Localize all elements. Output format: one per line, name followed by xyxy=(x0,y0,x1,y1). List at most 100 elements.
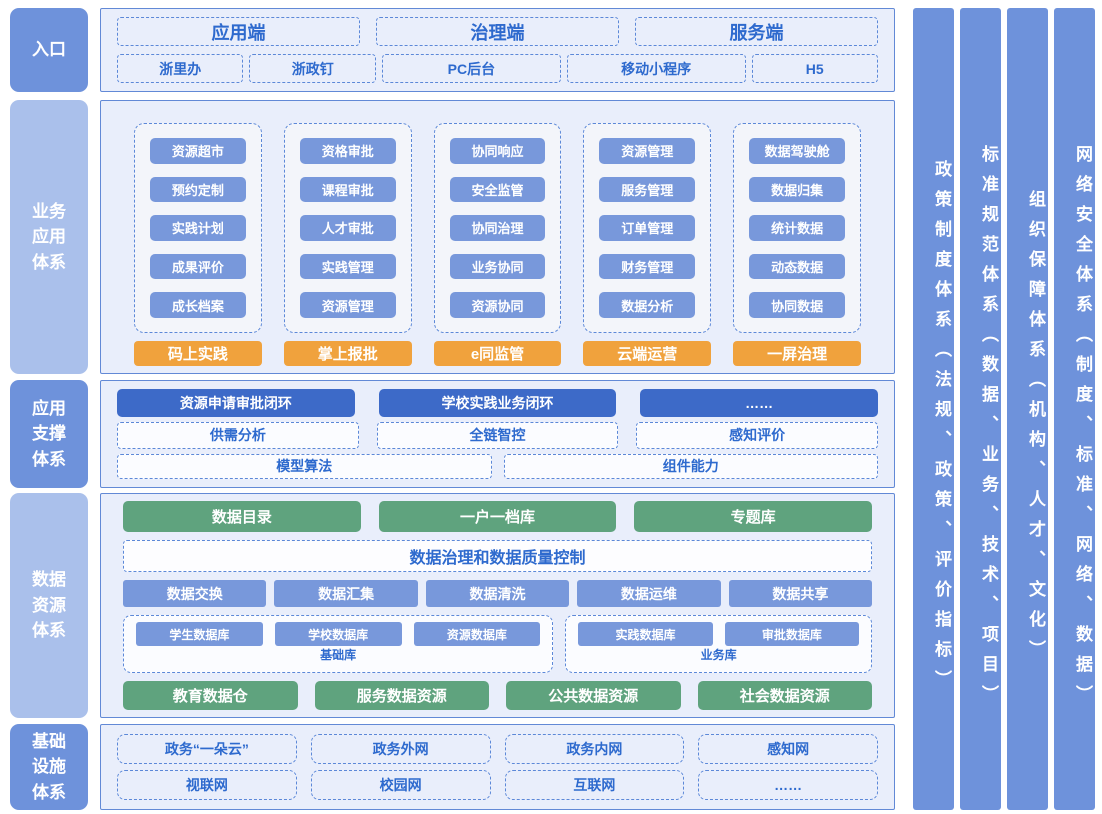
module-button: 服务管理 xyxy=(599,176,696,203)
infra-row-2: 视联网 校园网 互联网 …… xyxy=(117,770,878,800)
closed-loop-button: 资源申请审批闭环 xyxy=(117,389,355,418)
module-button: 数据分析 xyxy=(599,292,696,318)
rail-business-label: 业务应用体系 xyxy=(31,201,66,272)
base-db-buttons: 学生数据库 学校数据库 资源数据库 xyxy=(136,622,541,647)
engine-box: 组件能力 xyxy=(503,453,878,479)
rail-business: 业务应用体系 xyxy=(10,100,88,374)
module-button: 数据驾驶舱 xyxy=(749,138,845,164)
base-db-group: 学生数据库 学校数据库 资源数据库 基础库 xyxy=(123,615,554,673)
channel-h5: H5 xyxy=(751,54,878,83)
rail-infra: 基础设施体系 xyxy=(10,724,88,810)
business-module-group: 资源管理 服务管理 订单管理 财务管理 数据分析 xyxy=(583,123,712,333)
catalog-button: 专题库 xyxy=(634,501,873,533)
business-column: 资源超市 预约定制 实践计划 成果评价 成长档案 码上实践 xyxy=(134,123,262,366)
support-closed-loop-row: 资源申请审批闭环 学校实践业务闭环 …… xyxy=(117,389,879,418)
network-box: 政务内网 xyxy=(504,734,685,764)
rail-data: 数据资源体系 xyxy=(10,493,88,718)
channel-zhezhengding: 浙政钉 xyxy=(249,54,376,83)
operation-button: 数据共享 xyxy=(728,579,873,608)
resource-button: 社会数据资源 xyxy=(697,680,872,710)
data-catalog-row: 数据目录 一户一档库 专题库 xyxy=(123,501,873,533)
data-section: 数据目录 一户一档库 专题库 数据治理和数据质量控制 数据交换 数据汇集 数据清… xyxy=(100,493,895,718)
module-button: 课程审批 xyxy=(299,176,396,203)
entry-header-application: 应用端 xyxy=(117,17,360,46)
rail-support-label: 应用支撑体系 xyxy=(31,398,66,469)
module-button: 财务管理 xyxy=(599,253,696,280)
resource-button: 服务数据资源 xyxy=(314,680,489,710)
entry-header-row: 应用端 治理端 服务端 xyxy=(117,17,878,46)
base-db-group-label: 基础库 xyxy=(320,648,357,663)
closed-loop-button: …… xyxy=(640,389,879,418)
business-column: 数据驾驶舱 数据归集 统计数据 动态数据 协同数据 一屏治理 xyxy=(733,123,861,366)
resource-button: 教育数据仓 xyxy=(123,680,298,710)
module-button: 实践计划 xyxy=(150,215,246,241)
capability-box: 全链智控 xyxy=(376,422,619,449)
business-module-group: 协同响应 安全监管 协同治理 业务协同 资源协同 xyxy=(433,123,562,333)
channel-mini-program: 移动小程序 xyxy=(566,54,746,83)
module-button: 协同数据 xyxy=(749,292,845,318)
infra-section: 政务“一朵云” 政务外网 政务内网 感知网 视联网 校园网 互联网 …… xyxy=(100,724,895,810)
module-button: 订单管理 xyxy=(599,215,696,241)
module-button: 数据归集 xyxy=(749,176,845,203)
module-button: 资源协同 xyxy=(449,292,546,318)
catalog-button: 一户一档库 xyxy=(378,501,617,533)
network-box: 感知网 xyxy=(698,734,878,764)
rail-entry: 入口 xyxy=(10,8,88,92)
business-app-badge: 码上实践 xyxy=(134,341,262,366)
pillar-policy-system: 政策制度体系（法规、政策、评价指标） xyxy=(913,8,954,810)
pillar-standard-system: 标准规范体系（数据、业务、技术、项目） xyxy=(960,8,1001,810)
data-operation-row: 数据交换 数据汇集 数据清洗 数据运维 数据共享 xyxy=(123,579,873,608)
entry-channel-row: 浙里办 浙政钉 PC后台 移动小程序 H5 xyxy=(117,54,878,83)
business-module-group: 数据驾驶舱 数据归集 统计数据 动态数据 协同数据 xyxy=(733,123,861,333)
module-button: 统计数据 xyxy=(749,215,845,241)
module-button: 业务协同 xyxy=(449,253,546,280)
business-app-badge: e同监管 xyxy=(433,341,562,366)
business-db-group: 实践数据库 审批数据库 业务库 xyxy=(565,615,872,673)
infra-row-1: 政务“一朵云” 政务外网 政务内网 感知网 xyxy=(117,734,878,764)
closed-loop-button: 学校实践业务闭环 xyxy=(378,389,617,418)
module-button: 资源管理 xyxy=(599,138,696,164)
database-button: 实践数据库 xyxy=(578,622,713,647)
network-box: 视联网 xyxy=(117,770,297,800)
network-box: 政务“一朵云” xyxy=(117,734,297,764)
network-box: 校园网 xyxy=(310,770,491,800)
rail-infra-label: 基础设施体系 xyxy=(31,731,66,802)
module-button: 安全监管 xyxy=(449,176,546,203)
business-db-group-label: 业务库 xyxy=(700,648,737,663)
engine-box: 模型算法 xyxy=(117,453,492,479)
pillar-network-security-system: 网络安全体系（制度、标准、网络、数据） xyxy=(1054,8,1095,810)
business-module-group: 资源超市 预约定制 实践计划 成果评价 成长档案 xyxy=(134,123,262,333)
database-group-row: 学生数据库 学校数据库 资源数据库 基础库 实践数据库 审批数据库 业务库 xyxy=(123,615,872,673)
module-button: 协同治理 xyxy=(449,215,546,241)
database-button: 资源数据库 xyxy=(413,622,541,647)
channel-zheliban: 浙里办 xyxy=(117,54,244,83)
operation-button: 数据交换 xyxy=(123,579,267,608)
module-button: 预约定制 xyxy=(150,176,246,203)
business-app-badge: 一屏治理 xyxy=(733,341,861,366)
module-button: 人才审批 xyxy=(299,215,396,241)
rail-support: 应用支撑体系 xyxy=(10,380,88,488)
module-button: 资源超市 xyxy=(150,138,246,164)
module-button: 资格审批 xyxy=(299,138,396,164)
operation-button: 数据运维 xyxy=(577,579,721,608)
data-governance-bar: 数据治理和数据质量控制 xyxy=(123,540,872,572)
business-column: 协同响应 安全监管 协同治理 业务协同 资源协同 e同监管 xyxy=(433,123,562,366)
business-app-badge: 云端运营 xyxy=(583,341,712,366)
capability-box: 供需分析 xyxy=(117,422,359,449)
database-button: 审批数据库 xyxy=(724,622,860,647)
resource-button: 公共数据资源 xyxy=(506,680,681,710)
database-button: 学生数据库 xyxy=(136,622,263,647)
entry-header-service: 服务端 xyxy=(635,17,878,46)
rail-data-label: 数据资源体系 xyxy=(31,570,66,641)
support-section: 资源申请审批闭环 学校实践业务闭环 …… 供需分析 全链智控 感知评价 模型算法… xyxy=(100,380,895,488)
network-box: …… xyxy=(698,770,878,800)
network-box: 互联网 xyxy=(504,770,685,800)
module-button: 协同响应 xyxy=(449,138,546,164)
rail-entry-label: 入口 xyxy=(31,40,66,60)
business-column: 资格审批 课程审批 人才审批 实践管理 资源管理 掌上报批 xyxy=(283,123,412,366)
operation-button: 数据清洗 xyxy=(425,579,570,608)
business-db-buttons: 实践数据库 审批数据库 xyxy=(578,622,860,647)
pillar-organization-system: 组织保障体系（机构、人才、文化） xyxy=(1007,8,1048,810)
business-column: 资源管理 服务管理 订单管理 财务管理 数据分析 云端运营 xyxy=(583,123,712,366)
entry-section: 应用端 治理端 服务端 浙里办 浙政钉 PC后台 移动小程序 H5 xyxy=(100,8,895,92)
